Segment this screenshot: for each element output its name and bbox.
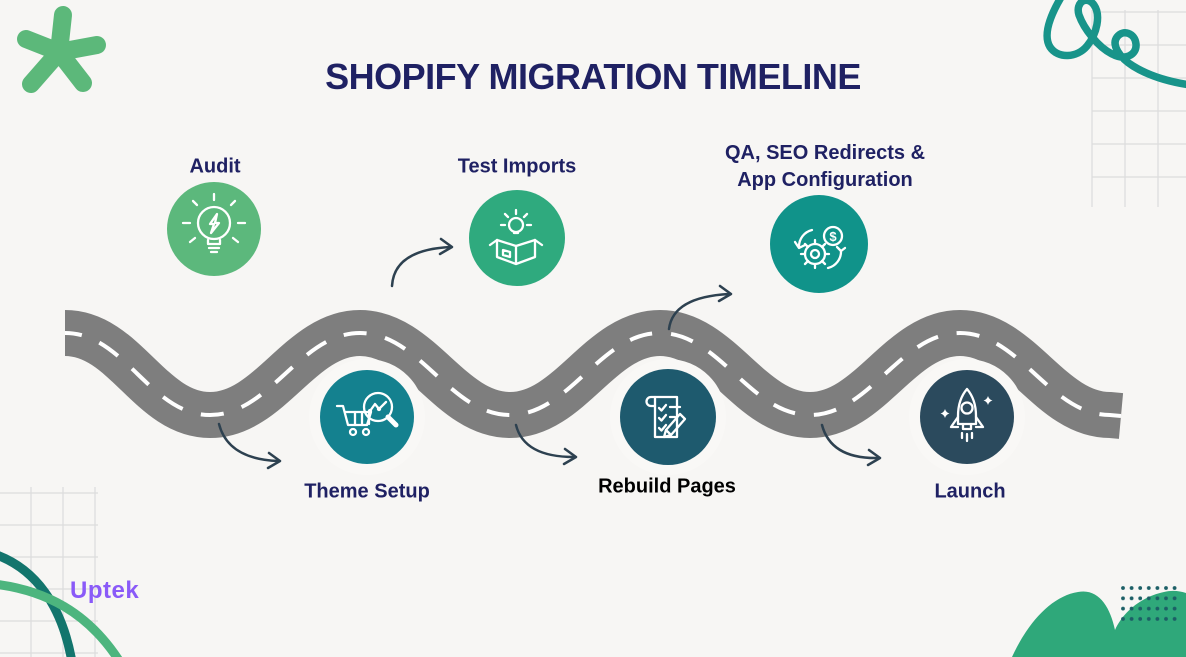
milestone-label-audit: Audit xyxy=(189,155,241,178)
open-box-idea-icon xyxy=(488,208,544,266)
arrow-rebuild-pages-to-qa xyxy=(667,284,733,331)
milestone-label-launch: Launch xyxy=(934,480,1006,503)
checklist-pencil-icon xyxy=(645,395,687,439)
page-title: SHOPIFY MIGRATION TIMELINE xyxy=(325,56,861,97)
road xyxy=(63,309,1124,439)
milestone-circle-rebuild-pages xyxy=(620,369,716,465)
squiggle-icon xyxy=(1043,0,1186,89)
rocket-icon xyxy=(940,387,993,443)
milestone-label-theme-setup: Theme Setup xyxy=(304,480,430,503)
grid-top-right xyxy=(1091,10,1186,207)
asterisk-icon xyxy=(17,6,106,93)
milestone-label-qa-line2: App Configuration xyxy=(737,169,913,191)
lightbulb-bolt-icon xyxy=(181,192,247,254)
arrow-qa-to-launch xyxy=(820,423,882,467)
milestone-label-test-imports: Test Imports xyxy=(457,155,577,178)
milestone-circle-launch xyxy=(920,370,1014,464)
milestone-label-qa: QA, SEO Redirects & App Configuration xyxy=(725,140,925,194)
milestone-label-rebuild-pages: Rebuild Pages xyxy=(598,475,736,498)
cart-magnifier-icon xyxy=(335,391,399,437)
brand-wordmark: Uptek xyxy=(70,577,140,604)
arrow-audit-to-theme-setup xyxy=(217,422,282,470)
dot-grid-decoration xyxy=(1121,586,1179,624)
arrow-theme-setup-to-test-imports xyxy=(390,237,454,288)
arrow-test-imports-to-rebuild-pages xyxy=(514,423,578,466)
milestone-circle-test-imports xyxy=(469,190,565,286)
svg-text:$: $ xyxy=(829,229,837,244)
milestone-label-qa-line1: QA, SEO Redirects & xyxy=(724,142,926,164)
grid-bottom-left xyxy=(0,487,98,657)
gear-sync-dollar-icon: $ xyxy=(793,225,847,270)
connector-arrows xyxy=(217,237,882,470)
arc-green-decoration xyxy=(0,580,123,657)
